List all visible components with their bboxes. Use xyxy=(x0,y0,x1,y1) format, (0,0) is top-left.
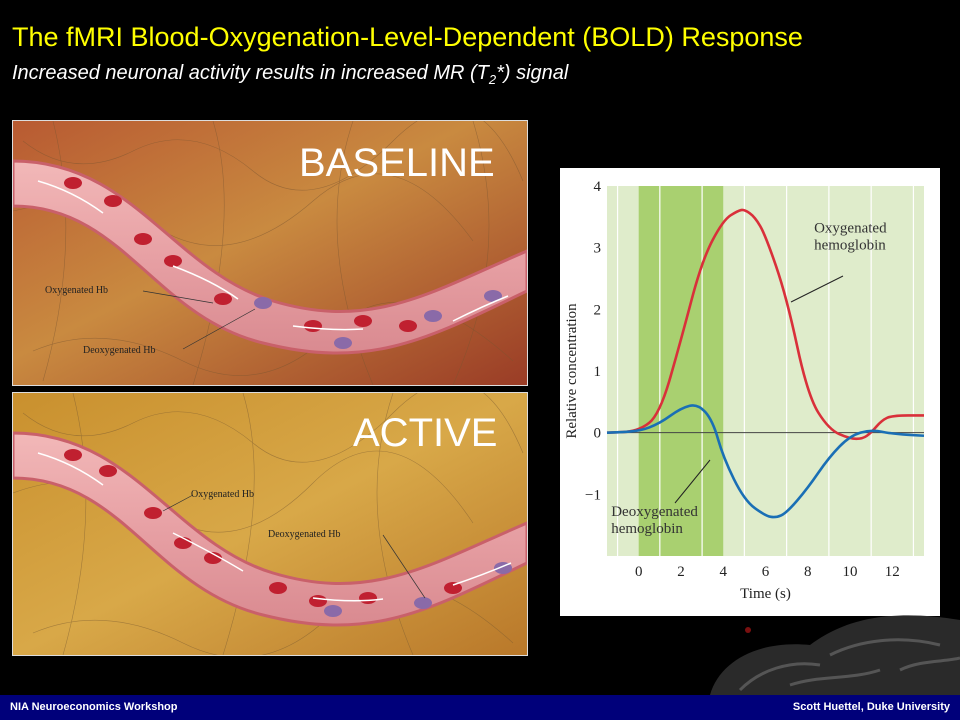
baseline-illustration: Oxygenated Hb Deoxygenated Hb BASELINE xyxy=(12,120,528,386)
series-layer xyxy=(606,208,925,519)
baseline-label: BASELINE xyxy=(299,141,495,185)
active-vessel-image: Oxygenated Hb Deoxygenated Hb xyxy=(13,393,527,655)
x-tick-label: 0 xyxy=(635,564,643,580)
y-tick-label: 3 xyxy=(594,241,602,257)
active-label: ACTIVE xyxy=(353,411,498,455)
subtitle-subscript: 2 xyxy=(488,72,497,87)
grid-lines xyxy=(616,186,915,556)
slide-title: The fMRI Blood-Oxygenation-Level-Depende… xyxy=(12,22,803,52)
y-tick-label: 4 xyxy=(594,179,602,195)
active-deoxy-label: Deoxygenated Hb xyxy=(268,529,340,540)
active-oxy-label: Oxygenated Hb xyxy=(191,489,254,500)
deoxy-leader-line xyxy=(674,459,711,504)
baseline-deoxy-label: Deoxygenated Hb xyxy=(83,345,155,356)
x-tick-label: 10 xyxy=(843,564,858,580)
subtitle-suffix: *) signal xyxy=(496,62,569,84)
footer-left: NIA Neuroeconomics Workshop xyxy=(10,701,178,713)
x-tick-label: 12 xyxy=(885,564,900,580)
y-axis-label: Relative concentration xyxy=(564,303,580,439)
y-tick-label: 2 xyxy=(594,302,602,318)
footer-right: Scott Huettel, Duke University xyxy=(792,701,950,713)
x-tick-label: 6 xyxy=(762,564,770,580)
x-tick-label: 4 xyxy=(719,564,727,580)
baseline-oxy-label: Oxygenated Hb xyxy=(45,285,108,296)
deoxygenated-series-line xyxy=(606,404,925,519)
y-tick-label: 0 xyxy=(594,426,602,442)
x-axis-label: Time (s) xyxy=(740,586,791,602)
x-tick-label: 2 xyxy=(677,564,685,580)
footer-bar: NIA Neuroeconomics Workshop Scott Huette… xyxy=(0,695,960,720)
subtitle-text: Increased neuronal activity results in i… xyxy=(12,62,489,84)
baseline-vessel-image: Oxygenated Hb Deoxygenated Hb xyxy=(13,121,527,385)
y-tick-label: −1 xyxy=(585,487,601,503)
y-tick-label: 1 xyxy=(594,364,602,380)
slide-subtitle: Increased neuronal activity results in i… xyxy=(12,62,568,87)
x-tick-label: 8 xyxy=(804,564,812,580)
oxygenated-series-line xyxy=(606,208,924,441)
active-illustration: Oxygenated Hb Deoxygenated Hb ACTIVE xyxy=(12,392,528,656)
oxy-leader-line xyxy=(790,275,844,303)
brain-image xyxy=(710,615,960,695)
